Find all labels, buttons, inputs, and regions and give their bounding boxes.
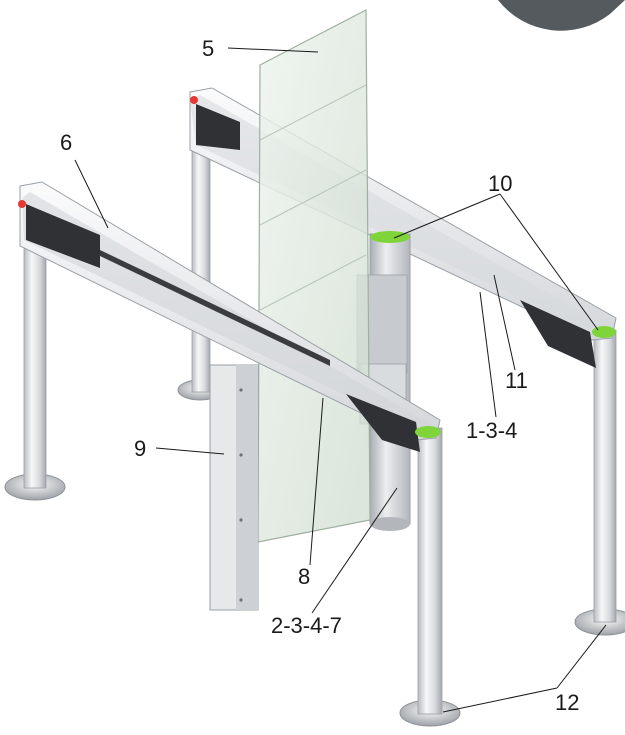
sensor-window xyxy=(346,394,420,452)
label-12: 12 xyxy=(555,690,579,715)
label-2-3-4-7: 2-3-4-7 xyxy=(271,613,342,638)
leader-12a xyxy=(442,687,558,713)
callout-lines xyxy=(74,47,607,713)
green-indicator xyxy=(592,326,616,338)
beam-front xyxy=(18,181,441,452)
green-indicator xyxy=(370,231,410,243)
label-6: 6 xyxy=(60,130,72,155)
label-5: 5 xyxy=(202,36,214,61)
front-gate xyxy=(4,181,461,727)
post-back-left xyxy=(177,129,223,401)
label-8: 8 xyxy=(298,564,310,589)
label-9: 9 xyxy=(134,436,146,461)
red-indicator xyxy=(18,200,26,208)
leader-10a xyxy=(393,193,501,239)
glass-panel xyxy=(257,9,371,543)
label-10: 10 xyxy=(488,171,512,196)
post-back-right xyxy=(574,329,625,636)
support-panel xyxy=(209,364,259,611)
leader-11 xyxy=(493,274,516,371)
leader-5 xyxy=(227,47,319,53)
corner-shape xyxy=(498,0,625,31)
leader-134 xyxy=(479,291,497,418)
green-indicator xyxy=(415,426,441,438)
label-11: 11 xyxy=(505,368,528,393)
leader-2347 xyxy=(311,487,398,614)
sensor-window xyxy=(196,104,240,150)
leader-8 xyxy=(309,397,324,566)
post-front-left xyxy=(4,239,66,501)
callout-labels: 5 6 10 11 1-3-4 9 8 2-3-4-7 12 xyxy=(60,36,579,715)
label-1-3-4: 1-3-4 xyxy=(466,418,517,443)
leader-9 xyxy=(155,447,225,455)
sensor-window xyxy=(26,204,100,268)
red-indicator xyxy=(190,96,198,104)
post-front-right xyxy=(399,427,461,727)
leader-10b xyxy=(499,193,599,331)
leader-6 xyxy=(74,159,109,229)
sensor-window xyxy=(520,300,596,368)
leader-12b xyxy=(556,624,607,689)
